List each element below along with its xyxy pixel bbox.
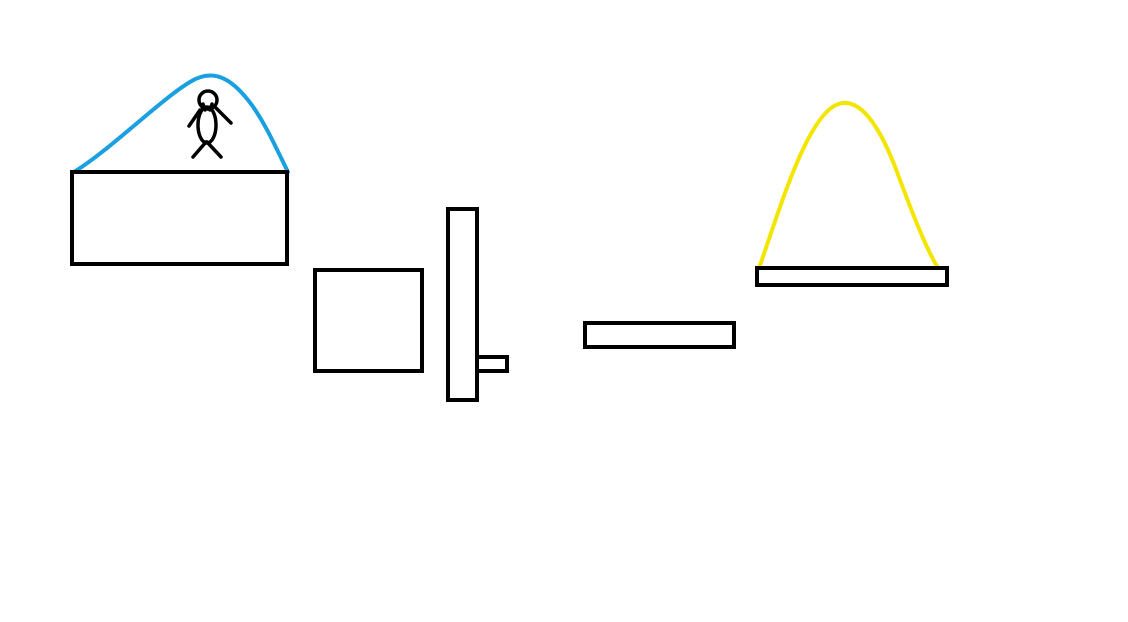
square-block xyxy=(313,268,424,373)
player-arm-left xyxy=(187,108,202,128)
stick-figure-player xyxy=(187,89,233,159)
player-head xyxy=(197,89,219,111)
start-platform xyxy=(70,170,289,266)
jump-arc-yellow xyxy=(757,101,940,270)
goal-platform xyxy=(755,266,949,287)
player-face-line-2 xyxy=(208,102,214,112)
player-body xyxy=(196,105,218,145)
player-arm-right xyxy=(214,106,233,125)
player-leg-left xyxy=(191,140,208,159)
player-leg-right xyxy=(205,140,223,159)
floating-platform xyxy=(583,321,736,349)
tall-pillar xyxy=(446,207,479,402)
player-face-line xyxy=(201,102,207,112)
jump-arc-blue xyxy=(72,73,290,174)
pillar-ledge xyxy=(475,355,509,373)
